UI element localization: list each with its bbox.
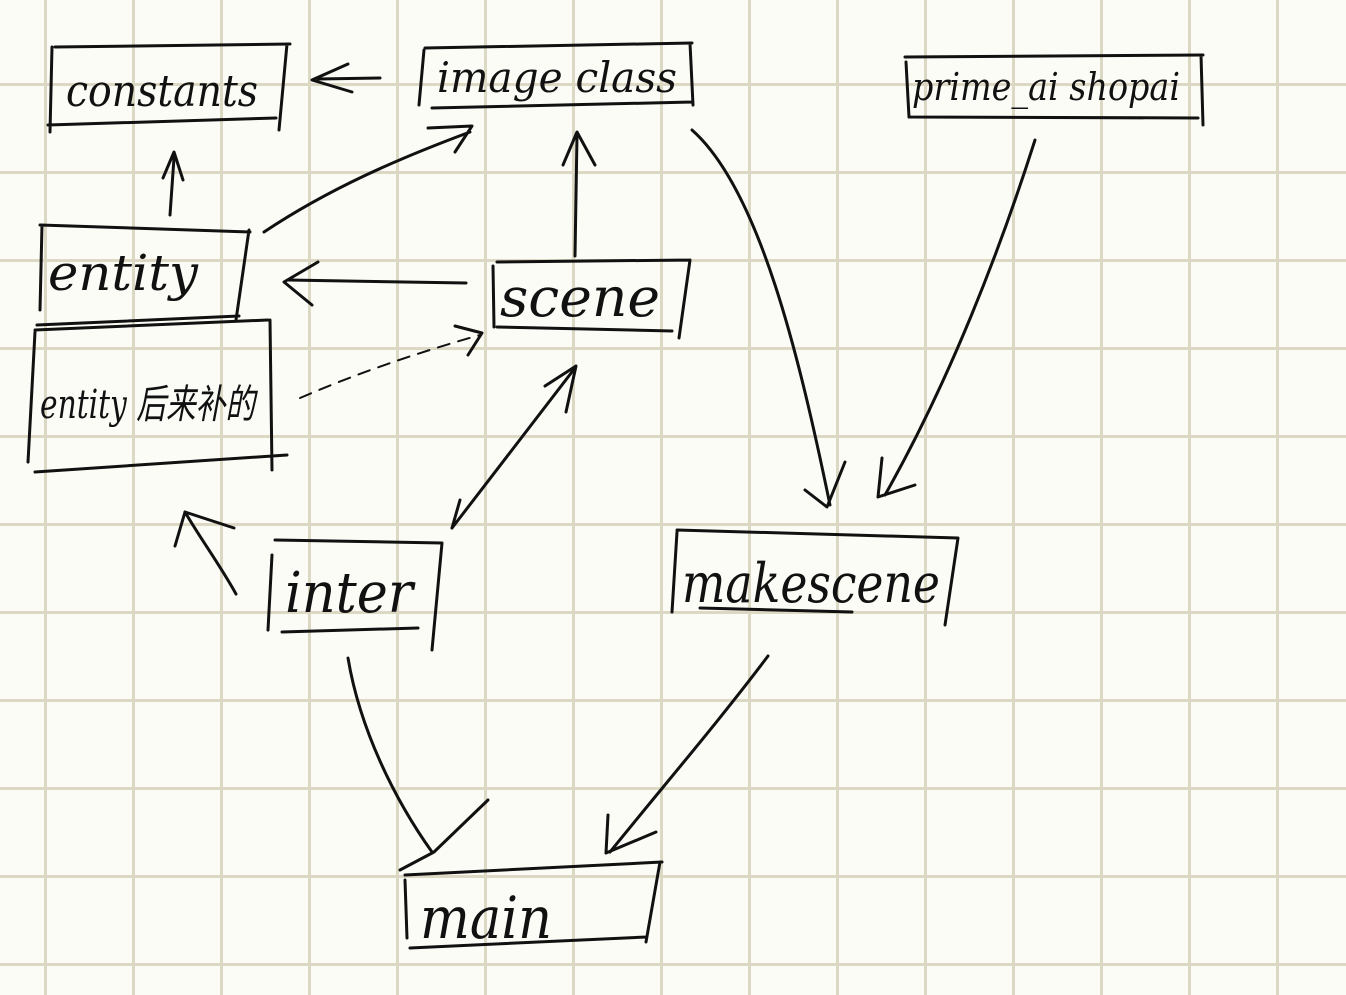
node-label-constants: constants [66, 66, 258, 117]
edge-line [183, 510, 238, 596]
arrowhead [426, 124, 474, 154]
node-label-entity: entity [48, 244, 199, 302]
edge-line-dashed [299, 334, 481, 399]
arrowhead [803, 460, 847, 509]
node-label-makescene: makescene [682, 552, 940, 615]
edge-line [346, 656, 434, 854]
edge-line [690, 128, 832, 507]
edge-makescene-to-main [604, 654, 770, 855]
edge-prime-ai-to-makescene [876, 138, 1037, 499]
node-label-entity-ext: entity 后来补的 [40, 382, 258, 428]
arrowhead [604, 813, 658, 855]
edge-image-class-to-makescene [690, 128, 847, 509]
edge-entity-to-image-class [262, 124, 474, 234]
arrowhead-top [543, 364, 578, 414]
edge-entity-ext-to-scene [299, 324, 484, 399]
arrowhead [398, 798, 490, 872]
node-label-main: main [420, 884, 552, 952]
edge-line [573, 133, 579, 258]
node-label-prime-ai-shop-ai: prime_ai shopai [912, 65, 1180, 110]
arrowhead-up [561, 130, 597, 167]
node-entity-ext: entity 后来补的 [26, 318, 289, 474]
arrowhead-left [282, 260, 320, 307]
edge-scene-to-image-class [561, 130, 597, 258]
edge-line [883, 138, 1037, 497]
node-entity: entity [35, 223, 252, 327]
node-makescene: makescene [670, 528, 960, 627]
node-image-class: image class [417, 41, 695, 110]
node-scene: scene [491, 258, 692, 340]
edge-line [286, 278, 468, 285]
edge-constants-image-class [310, 62, 382, 94]
edge-line [262, 130, 472, 234]
edge-line [168, 156, 176, 217]
arrowhead [876, 456, 917, 499]
edge-line [450, 366, 577, 530]
arrowhead-bottom [450, 498, 462, 530]
edge-inter-to-main [346, 656, 490, 872]
node-prime-ai-shop-ai: prime_ai shopai [903, 53, 1205, 127]
node-constants: constants [46, 42, 292, 134]
node-inter: inter [266, 538, 444, 652]
edge-inter-to-entity-ext [173, 510, 238, 596]
arrowhead [453, 324, 484, 357]
node-label-image-class: image class [437, 53, 677, 102]
arrowhead-left [310, 62, 354, 94]
edge-scene-to-entity [282, 260, 468, 307]
edge-inter-scene [450, 364, 578, 530]
edge-line [608, 654, 770, 854]
node-label-scene: scene [500, 266, 660, 329]
arrowhead-up [161, 150, 185, 182]
edge-entity-to-constants [161, 150, 185, 217]
node-main: main [403, 860, 664, 952]
arrowhead [173, 510, 236, 548]
edge-line [316, 76, 382, 81]
node-label-inter: inter [285, 561, 416, 626]
